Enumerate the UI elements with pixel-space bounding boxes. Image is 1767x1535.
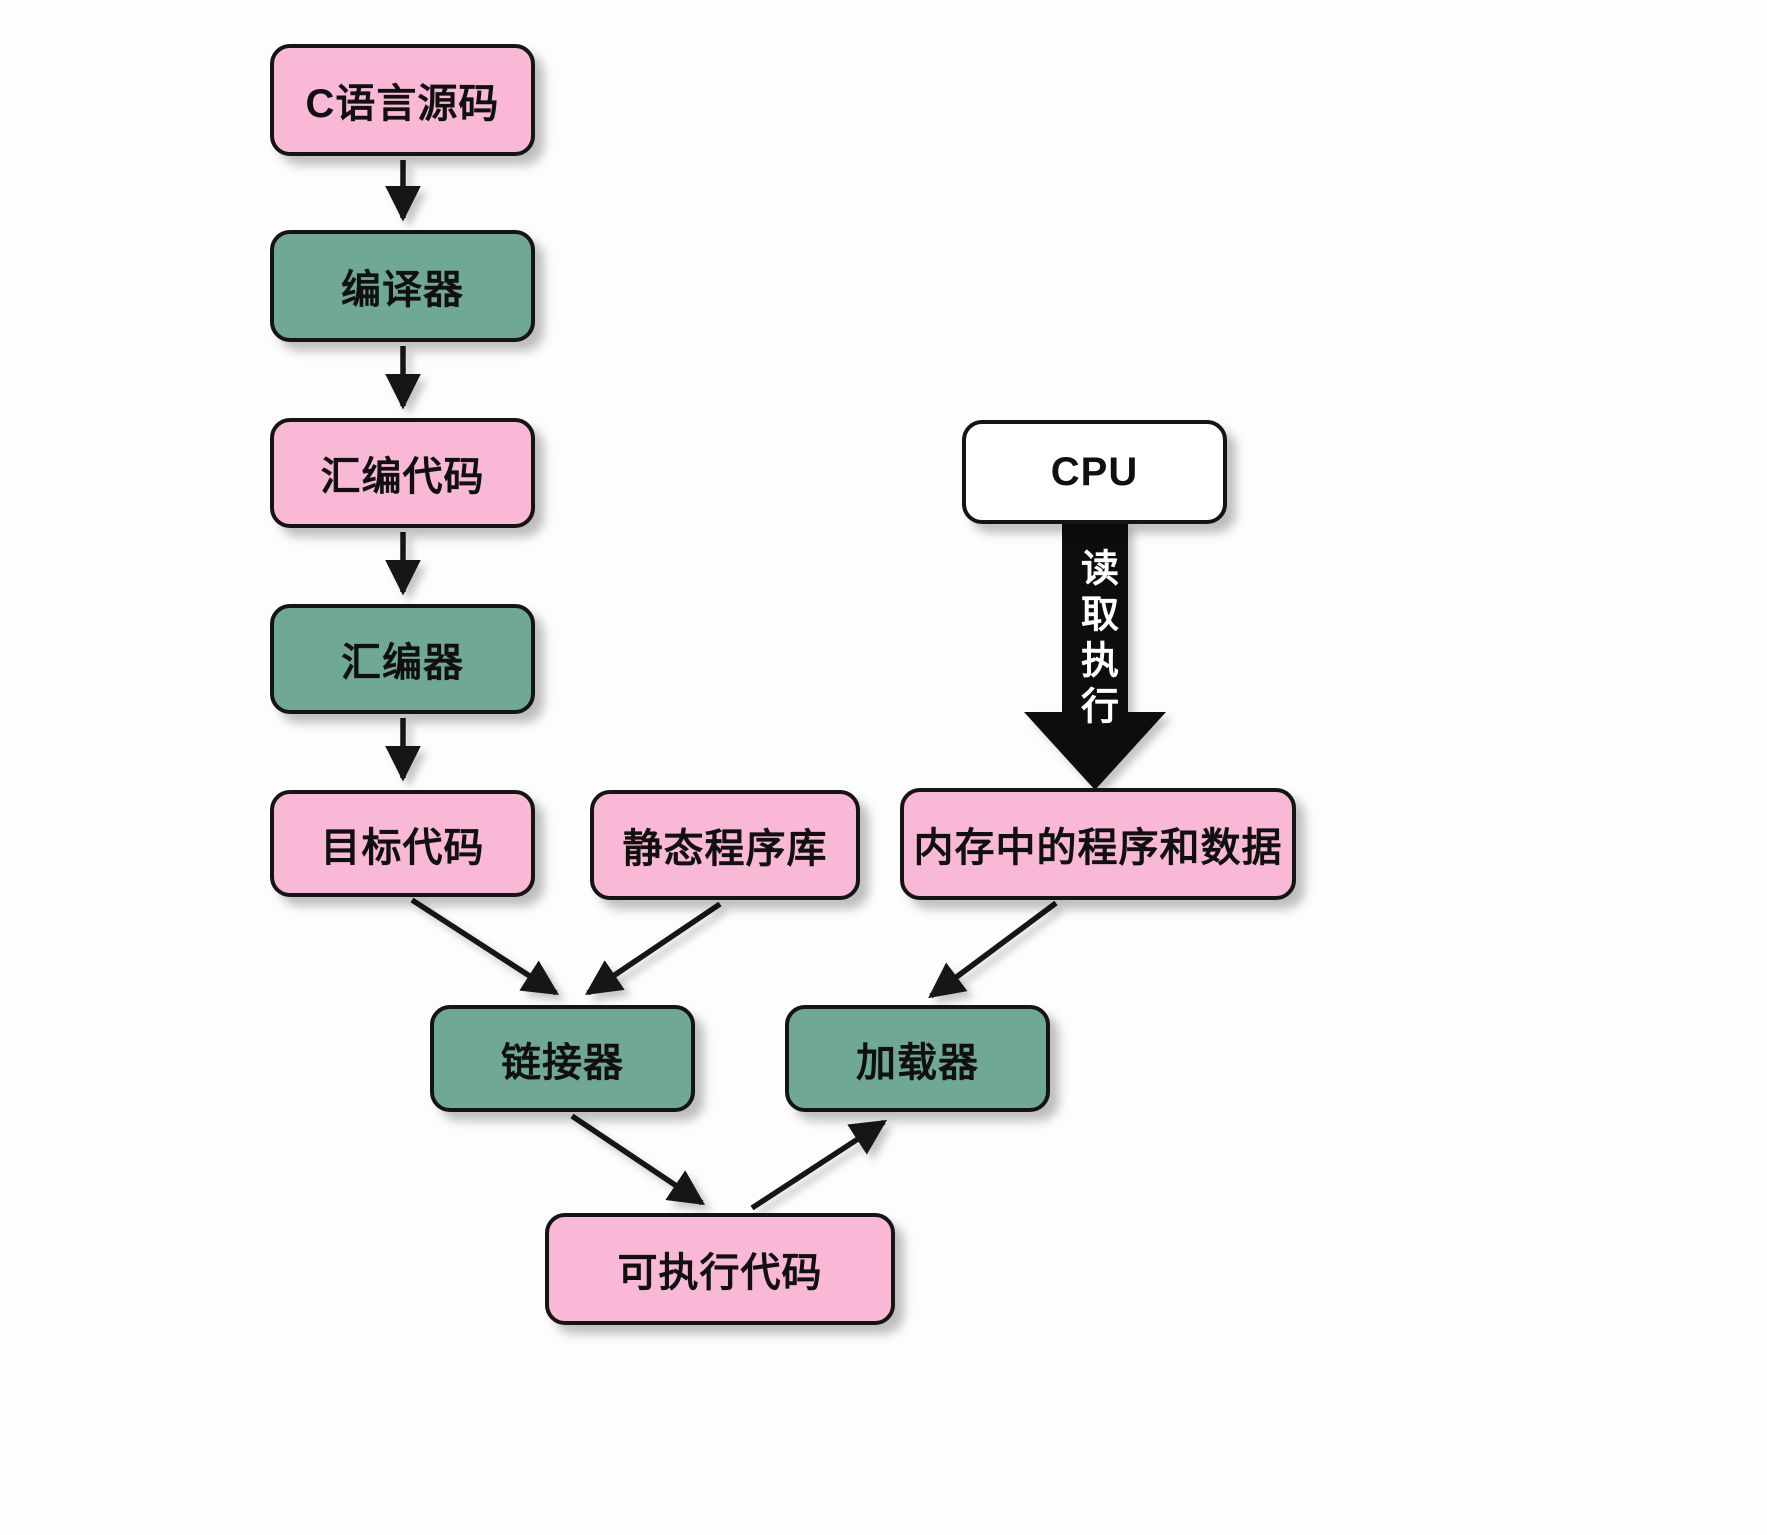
node-linker: 链接器 <box>430 1005 695 1112</box>
node-compiler-label: 编译器 <box>341 268 464 312</box>
node-cpu-label: CPU <box>1050 449 1139 494</box>
node-memory: 内存中的程序和数据 <box>900 788 1296 900</box>
node-cpu: CPU <box>962 420 1227 524</box>
node-static-lib: 静态程序库 <box>590 790 860 900</box>
node-assembler-label: 汇编器 <box>341 641 464 685</box>
node-executable: 可执行代码 <box>545 1213 895 1325</box>
arrow-executable-to-loader <box>750 1119 887 1211</box>
arrow-staticlib-to-linker <box>585 901 722 996</box>
node-asm-code: 汇编代码 <box>270 418 535 528</box>
node-static-lib-label: 静态程序库 <box>622 827 828 871</box>
node-c-source: C语言源码 <box>270 44 535 156</box>
cpu-arrow-label: 读取执行 <box>1074 548 1117 732</box>
node-loader-label: 加载器 <box>856 1040 979 1085</box>
node-assembler: 汇编器 <box>270 604 535 714</box>
node-linker-label: 链接器 <box>501 1040 624 1085</box>
node-loader: 加载器 <box>785 1005 1050 1112</box>
node-object-code: 目标代码 <box>270 790 535 897</box>
node-memory-label: 内存中的程序和数据 <box>913 826 1283 870</box>
arrow-memory-to-loader <box>928 900 1058 999</box>
node-asm-code-label: 汇编代码 <box>320 455 485 499</box>
node-c-source-label: C语言源码 <box>305 82 500 126</box>
node-compiler: 编译器 <box>270 230 535 342</box>
node-executable-label: 可执行代码 <box>617 1251 823 1295</box>
cpu-read-execute-arrow <box>1024 523 1166 790</box>
node-object-code-label: 目标代码 <box>320 825 485 870</box>
arrow-linker-to-executable <box>570 1113 705 1206</box>
arrow-objcode-to-linker <box>410 897 560 996</box>
